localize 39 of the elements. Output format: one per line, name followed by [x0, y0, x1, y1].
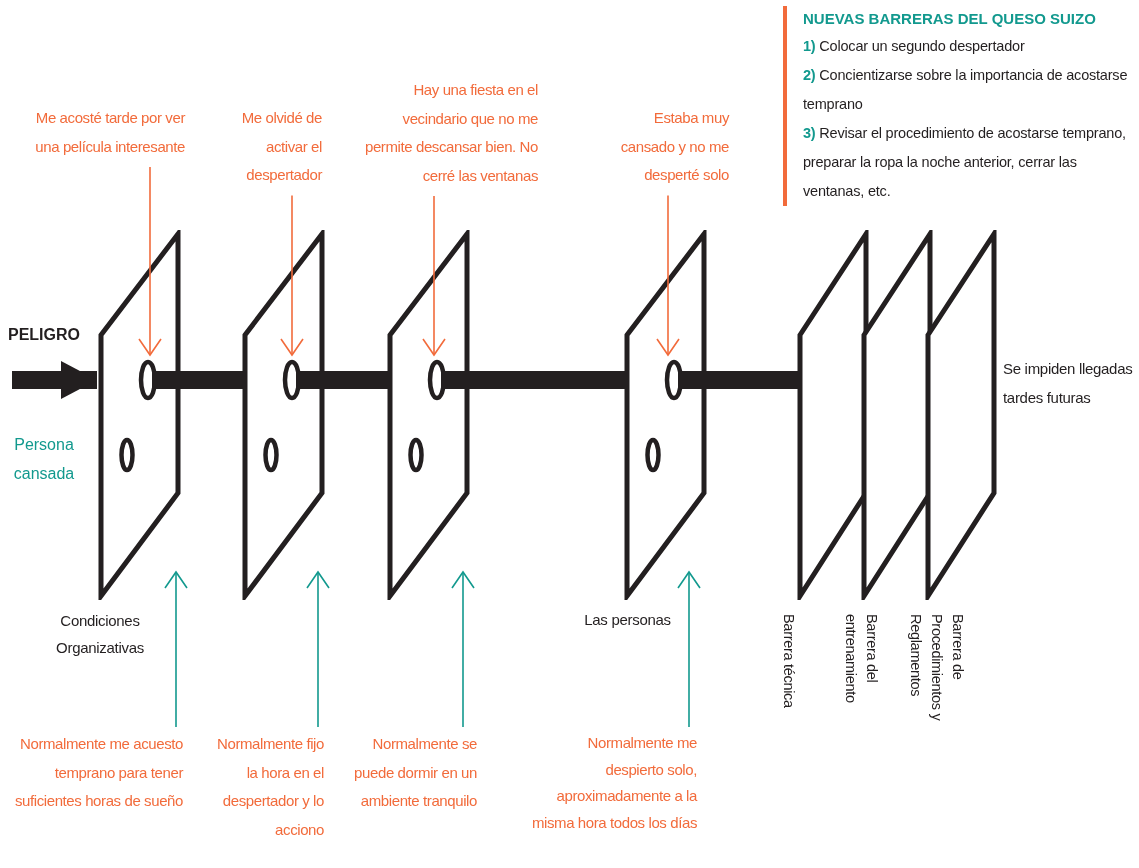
danger-label: PELIGRO	[8, 325, 81, 345]
cause-note: Me olvidé de activar el despertador	[217, 104, 322, 190]
arrow	[422, 195, 446, 356]
hazard-bar	[296, 371, 390, 389]
hazard-bar	[678, 371, 800, 389]
arrow	[677, 571, 701, 728]
cause-note: Me acosté tarde por ver una película interesante	[35, 104, 185, 161]
defense-note: Normalmente fijo la hora en el despertador y lo acciono	[204, 730, 324, 844]
arrow	[656, 194, 680, 356]
barrier-slice	[796, 230, 870, 600]
hazard-bar	[441, 371, 627, 389]
slice-caption: Barrera del entrenamiento	[842, 614, 881, 705]
arrow	[164, 571, 188, 728]
arrow	[306, 571, 330, 728]
cause-note: Estaba muy cansado y no me desperté solo	[614, 104, 729, 190]
list-item: 2) Concientizarse sobre la importancia de acostarse temprano	[803, 66, 1129, 114]
panel-heading: NUEVAS BARRERAS DEL QUESO SUIZO	[803, 9, 1097, 29]
list-item: 1) Colocar un segundo despertador	[803, 37, 1026, 56]
defense-note: Normalmente se puede dormir en un ambiente tranquilo	[352, 730, 477, 816]
cheese-slice	[241, 230, 326, 600]
barrier-slice	[924, 230, 998, 600]
cheese-slice	[623, 230, 708, 600]
outcome-label: Se impiden llegadas tardes futuras	[1003, 359, 1134, 408]
cause-note: Hay una fiesta en el vecindario que no me permite descansar bien. No cerré las ventanas	[353, 76, 538, 190]
barrier-slice	[860, 230, 934, 600]
danger-arrow	[12, 361, 97, 399]
arrow	[138, 166, 162, 356]
slice-caption: Condiciones Organizativas	[55, 611, 145, 658]
hazard-bar	[152, 371, 245, 389]
cheese-slice	[386, 230, 471, 600]
arrow	[280, 194, 304, 356]
defense-note: Normalmente me acuesto temprano para tener suficientes horas de sueño	[8, 730, 183, 816]
hazard-label: Persona cansada	[12, 435, 76, 484]
slice-caption: Las personas	[583, 610, 672, 630]
list-item: 3) Revisar el procedimiento de acostarse temprano, preparar la ropa la noche anterior, cerrar las ventanas, etc.	[803, 124, 1127, 201]
cheese-slice	[97, 230, 182, 600]
arrow	[451, 571, 475, 728]
slice-caption: Barrera técnica	[780, 614, 798, 710]
defense-note: Normalmente me despierto solo, aproximadamente a la misma hora todos los días	[527, 730, 697, 836]
